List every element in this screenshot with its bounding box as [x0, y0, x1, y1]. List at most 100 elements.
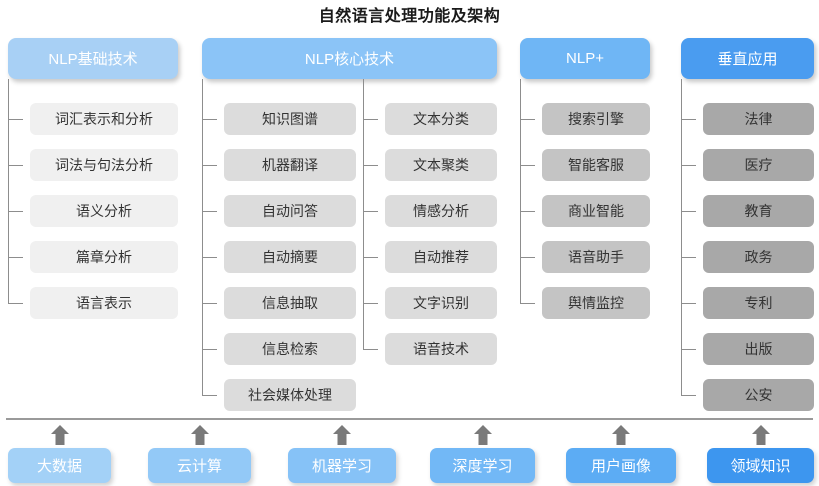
connector-spine	[520, 79, 521, 303]
connector-spine	[363, 79, 364, 349]
item-label: 公安	[744, 387, 773, 403]
item-box[interactable]: 法律	[703, 103, 814, 135]
column-header-nlp-core[interactable]: NLP核心技术	[202, 38, 497, 79]
connector-stub	[363, 211, 378, 212]
item-box[interactable]: 文本分类	[385, 103, 497, 135]
item-label: 自动摘要	[262, 249, 318, 265]
arrow-up-icon	[331, 424, 353, 446]
foundation-box[interactable]: 云计算	[148, 448, 251, 483]
connector-spine	[681, 79, 682, 395]
item-label: 篇章分析	[76, 249, 132, 265]
item-label: 法律	[744, 111, 773, 127]
column-header-nlp-basic[interactable]: NLP基础技术	[8, 38, 178, 79]
arrow-up-icon	[189, 424, 211, 446]
item-box[interactable]: 出版	[703, 333, 814, 365]
item-box[interactable]: 信息抽取	[224, 287, 356, 319]
item-box[interactable]: 医疗	[703, 149, 814, 181]
connector-stub	[363, 349, 378, 350]
connector-stub	[681, 349, 696, 350]
connector-stub	[363, 119, 378, 120]
foundation-label: 大数据	[36, 458, 82, 475]
item-label: 商业智能	[568, 203, 624, 219]
foundation-label: 深度学习	[452, 458, 513, 475]
item-box[interactable]: 文字识别	[385, 287, 497, 319]
item-box[interactable]: 教育	[703, 195, 814, 227]
foundation-box[interactable]: 机器学习	[288, 448, 396, 483]
column-header-label: NLP基础技术	[48, 51, 138, 68]
item-box[interactable]: 机器翻译	[224, 149, 356, 181]
arrow-up-icon	[610, 424, 632, 446]
foundation-label: 领域知识	[730, 458, 791, 475]
connector-stub	[520, 257, 535, 258]
connector-stub	[681, 119, 696, 120]
item-box[interactable]: 专利	[703, 287, 814, 319]
connector-stub	[202, 349, 217, 350]
item-label: 语音助手	[568, 249, 624, 265]
foundation-divider	[6, 418, 813, 420]
column-header-label: NLP核心技术	[304, 51, 395, 68]
connector-stub	[363, 257, 378, 258]
item-box[interactable]: 舆情监控	[542, 287, 650, 319]
arrow-up-icon	[472, 424, 494, 446]
item-box[interactable]: 词汇表示和分析	[30, 103, 178, 135]
item-label: 语义分析	[76, 203, 132, 219]
connector-stub	[681, 211, 696, 212]
connector-stub	[681, 395, 696, 396]
item-box[interactable]: 自动问答	[224, 195, 356, 227]
connector-stub	[363, 165, 378, 166]
column-header-nlp-plus[interactable]: NLP+	[520, 38, 650, 79]
item-label: 专利	[744, 295, 773, 311]
connector-stub	[681, 165, 696, 166]
item-box[interactable]: 自动摘要	[224, 241, 356, 273]
foundation-box[interactable]: 用户画像	[566, 448, 676, 483]
connector-spine	[202, 79, 203, 395]
connector-spine	[8, 79, 9, 303]
item-box[interactable]: 语音技术	[385, 333, 497, 365]
connector-stub	[202, 303, 217, 304]
item-label: 信息抽取	[262, 295, 318, 311]
item-label: 语音技术	[413, 341, 469, 357]
item-box[interactable]: 语言表示	[30, 287, 178, 319]
item-box[interactable]: 搜索引擎	[542, 103, 650, 135]
item-box[interactable]: 篇章分析	[30, 241, 178, 273]
item-box[interactable]: 智能客服	[542, 149, 650, 181]
connector-stub	[520, 303, 535, 304]
foundation-box[interactable]: 领域知识	[707, 448, 814, 483]
foundation-box[interactable]: 大数据	[8, 448, 111, 483]
foundation-label: 机器学习	[311, 458, 372, 475]
item-box[interactable]: 自动推荐	[385, 241, 497, 273]
item-label: 智能客服	[568, 157, 624, 173]
item-box[interactable]: 语音助手	[542, 241, 650, 273]
item-box[interactable]: 商业智能	[542, 195, 650, 227]
connector-stub	[8, 119, 23, 120]
foundation-label: 用户画像	[590, 458, 651, 475]
column-header-vertical-apps[interactable]: 垂直应用	[681, 38, 814, 79]
item-box[interactable]: 信息检索	[224, 333, 356, 365]
item-box[interactable]: 社会媒体处理	[224, 379, 356, 411]
item-label: 情感分析	[413, 203, 469, 219]
connector-stub	[681, 257, 696, 258]
foundation-box[interactable]: 深度学习	[430, 448, 535, 483]
connector-stub	[8, 211, 23, 212]
connector-stub	[202, 257, 217, 258]
arrow-up-icon	[49, 424, 71, 446]
connector-stub	[681, 303, 696, 304]
item-label: 文本聚类	[413, 157, 469, 173]
item-label: 出版	[744, 341, 773, 357]
connector-stub	[202, 211, 217, 212]
column-header-label: 垂直应用	[717, 51, 778, 68]
item-box[interactable]: 文本聚类	[385, 149, 497, 181]
item-label: 社会媒体处理	[248, 387, 332, 403]
item-box[interactable]: 政务	[703, 241, 814, 273]
item-box[interactable]: 知识图谱	[224, 103, 356, 135]
connector-stub	[520, 211, 535, 212]
item-label: 词法与句法分析	[55, 157, 153, 173]
item-label: 自动推荐	[413, 249, 469, 265]
connector-stub	[520, 119, 535, 120]
item-box[interactable]: 公安	[703, 379, 814, 411]
item-box[interactable]: 情感分析	[385, 195, 497, 227]
arrow-up-icon	[750, 424, 772, 446]
item-box[interactable]: 词法与句法分析	[30, 149, 178, 181]
item-box[interactable]: 语义分析	[30, 195, 178, 227]
